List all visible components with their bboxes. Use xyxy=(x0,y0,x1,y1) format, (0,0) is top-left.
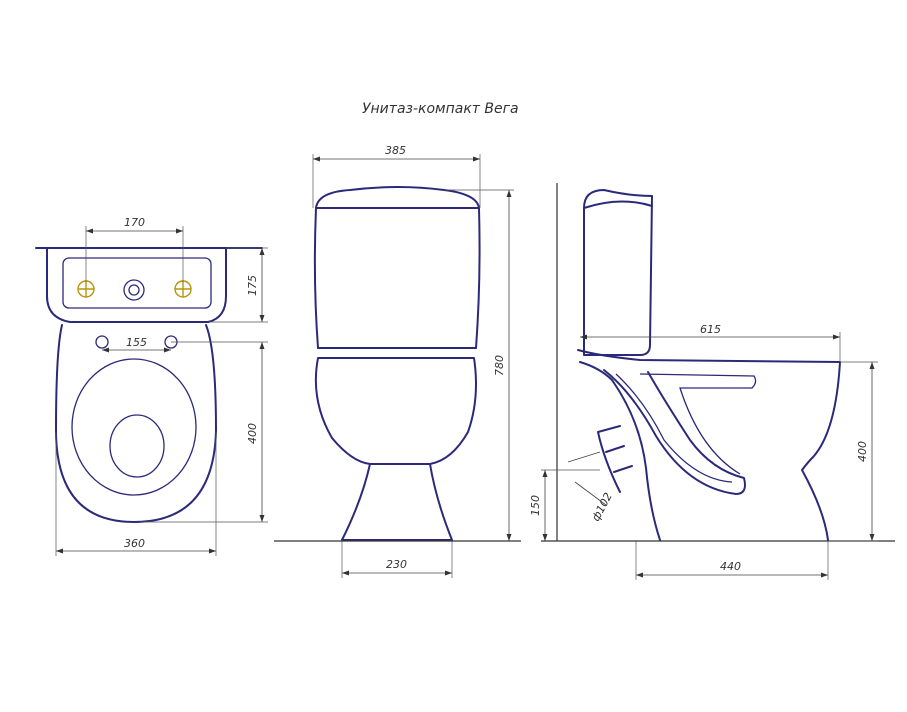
side-view-trap xyxy=(579,361,661,541)
dim-label-385: 385 xyxy=(385,144,406,157)
seat-hole-left xyxy=(95,335,109,349)
front-view-tank xyxy=(313,207,481,349)
top-view-bowl xyxy=(55,324,217,523)
dim-label-170: 170 xyxy=(124,216,145,229)
side-view-bowl xyxy=(577,349,841,541)
dim-label-175: 175 xyxy=(246,275,259,296)
side-view-outlet xyxy=(597,425,633,493)
dim-label-150: 150 xyxy=(529,495,542,516)
dim-label-400-side: 400 xyxy=(856,441,869,462)
dim-label-155: 155 xyxy=(126,336,147,349)
dim-label-615: 615 xyxy=(700,323,721,336)
top-view-bowl-opening xyxy=(109,414,165,478)
dim-label-230: 230 xyxy=(386,558,407,571)
side-view xyxy=(577,189,841,541)
front-view-lid xyxy=(315,186,480,209)
top-view-tank xyxy=(35,247,263,323)
dimension-arrows xyxy=(56,156,875,578)
dim-label-400-top: 400 xyxy=(246,423,259,444)
dim-label-360: 360 xyxy=(124,537,145,550)
top-view-seat xyxy=(71,358,197,496)
front-view xyxy=(313,186,481,541)
flush-button-icon xyxy=(123,279,145,301)
drawing-title: Унитаз-компакт Вега xyxy=(362,101,519,117)
side-view-tank xyxy=(583,189,653,356)
front-view-pedestal xyxy=(341,463,453,541)
dim-label-780: 780 xyxy=(493,355,506,376)
top-view-tank-lid xyxy=(62,257,212,309)
front-view-bowl xyxy=(314,357,477,465)
top-view xyxy=(35,247,263,523)
dim-label-440: 440 xyxy=(720,560,741,573)
dimension-lines xyxy=(55,154,878,580)
side-view-tank-lid xyxy=(583,200,653,209)
